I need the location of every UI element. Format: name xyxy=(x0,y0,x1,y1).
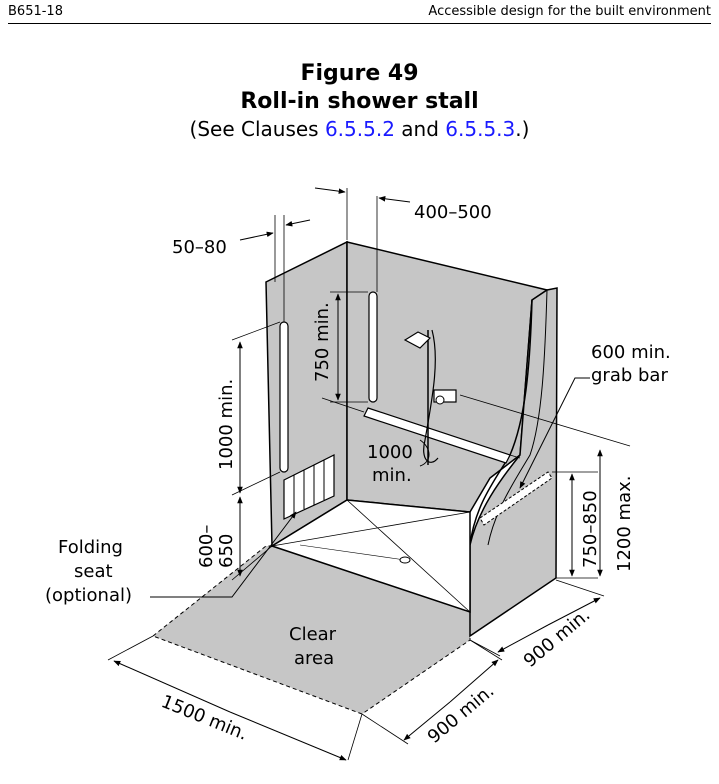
ref-prefix: (See Clauses xyxy=(189,117,319,141)
floor-slope-line xyxy=(299,544,406,561)
figure-reference: (See Clauses 6.5.5.2 and 6.5.5.3.) xyxy=(0,116,719,142)
figure-title: Roll-in shower stall xyxy=(240,89,479,114)
label-750-min: 750 min. xyxy=(312,302,333,382)
label-folding-line2: seat xyxy=(74,561,113,582)
right-wall xyxy=(469,287,558,638)
label-750-850: 750–850 xyxy=(580,490,601,568)
label-600-650-line2: 650 xyxy=(216,534,237,568)
dim-750-min xyxy=(330,291,368,403)
dim-750-850 xyxy=(552,471,598,579)
label-folding-line1: Folding xyxy=(58,537,123,558)
label-50-80: 50–80 xyxy=(172,237,227,258)
folding-seat-leader xyxy=(150,511,297,598)
folding-seat xyxy=(283,454,335,520)
floor-slope-line xyxy=(346,499,471,613)
horizontal-grab-bar xyxy=(363,407,511,464)
dim-900-min-front xyxy=(361,639,503,745)
ref-suffix: .) xyxy=(515,117,530,141)
ref-and: and xyxy=(401,117,439,141)
label-1500-min: 1500 min. xyxy=(158,691,250,745)
shower-head-icon xyxy=(403,331,432,349)
label-1000-min-h-line2: min. xyxy=(372,465,412,486)
dim-1500-min xyxy=(107,635,363,761)
label-400-500: 400–500 xyxy=(414,202,492,223)
vertical-grab-bar-back xyxy=(368,291,378,403)
label-600-min-grab-line1: 600 min. xyxy=(591,342,671,363)
dim-600-650 xyxy=(231,496,273,581)
valve-knob xyxy=(435,395,445,405)
label-folding-line3: (optional) xyxy=(45,585,132,606)
floor-slope-line xyxy=(271,511,471,547)
label-1200-max: 1200 max. xyxy=(614,476,635,572)
header-rule xyxy=(8,23,711,24)
shower-hose xyxy=(423,329,439,463)
document-id: B651-18 xyxy=(8,4,63,19)
floor-drain xyxy=(399,556,411,564)
label-1000-min-vertical: 1000 min. xyxy=(216,379,237,470)
clause-link-1[interactable]: 6.5.5.2 xyxy=(324,117,395,141)
dim-400-500 xyxy=(314,187,411,292)
vertical-grab-bar-left xyxy=(279,321,289,473)
label-clear-line2: area xyxy=(294,648,334,669)
label-1000-min-h-line1: 1000 xyxy=(367,442,413,463)
dim-1000-min-horizontal xyxy=(321,397,521,467)
dim-50-80 xyxy=(239,215,311,322)
grab-bar-leader xyxy=(519,377,590,489)
label-clear-line1: Clear xyxy=(289,624,337,645)
dim-1000-min-vertical xyxy=(231,321,281,496)
figure-number: Figure 49 xyxy=(300,61,419,86)
label-600-650-line1: 600– xyxy=(196,525,217,568)
label-600-min-grab-line2: grab bar xyxy=(591,365,668,386)
right-grab-bar xyxy=(479,471,553,526)
clause-link-2[interactable]: 6.5.5.3 xyxy=(445,117,516,141)
document-title: Accessible design for the built environm… xyxy=(428,4,711,19)
dim-1200-max xyxy=(459,394,631,577)
label-900-min-right: 900 min. xyxy=(520,604,595,671)
